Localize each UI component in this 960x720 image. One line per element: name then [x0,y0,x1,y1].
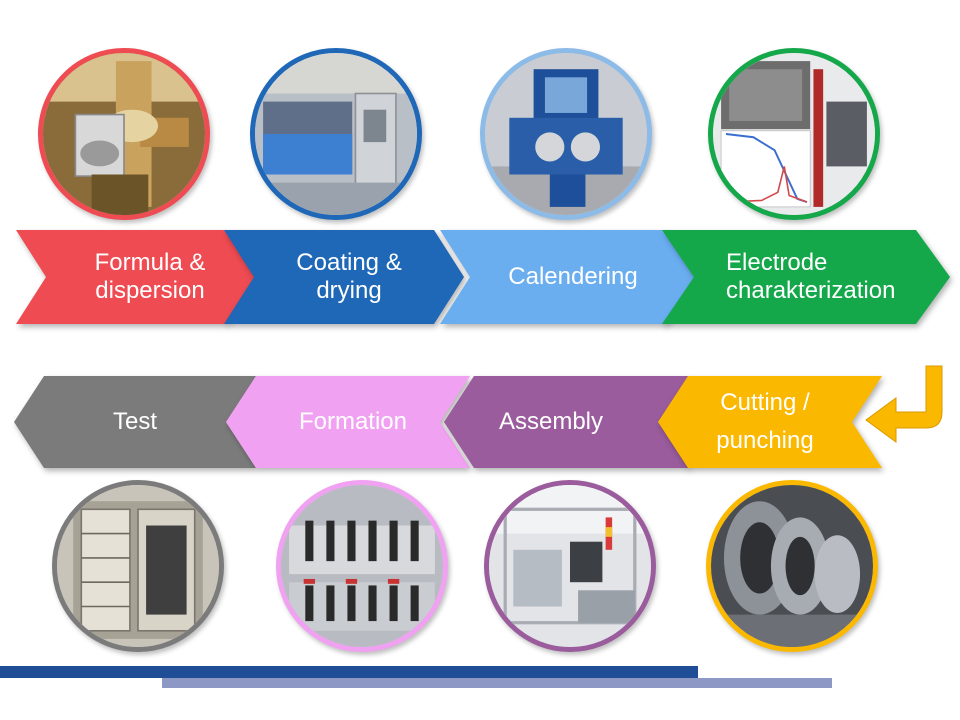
step-label: Test [112,408,157,436]
chevron-shape [14,376,256,468]
chevron-shape [658,376,882,468]
step-test: Test [14,376,256,468]
photo-formation [276,480,448,652]
photo-formula-dispersion [38,48,210,220]
step-label: Electrode charakterization [726,249,896,304]
chevron-shape [444,376,690,468]
step-assembly: Assembly [444,376,690,468]
step-label: Formation [298,408,408,436]
chevron-shape [226,376,470,468]
chevron-shape [224,230,464,324]
photo-calendering [480,48,652,220]
step-cutting-punching: Cutting / punching [658,376,882,468]
step-label: Formula & dispersion [94,249,206,304]
step-label: Cutting / punching [716,388,814,454]
footer-bar-light [162,678,832,688]
step-label: Assembly [498,408,604,436]
photo-cutting-punching [706,480,878,652]
step-label: Coating & drying [296,249,402,304]
step-calendering: Calendering [440,230,696,324]
photo-test [52,480,224,652]
chevron-shape [16,230,256,324]
photo-electrode-characterization [708,48,880,220]
chevron-shape [440,230,696,324]
turn-arrow-icon [862,362,948,444]
step-label: Calendering [508,263,638,291]
step-electrode-characterization: Electrode charakterization [662,230,950,324]
photo-assembly [484,480,656,652]
footer-bar-dark [0,666,698,678]
photo-coating-drying [250,48,422,220]
step-formula-dispersion: Formula & dispersion [16,230,256,324]
step-formation: Formation [226,376,470,468]
step-coating-drying: Coating & drying [224,230,464,324]
chevron-shape [662,230,950,324]
